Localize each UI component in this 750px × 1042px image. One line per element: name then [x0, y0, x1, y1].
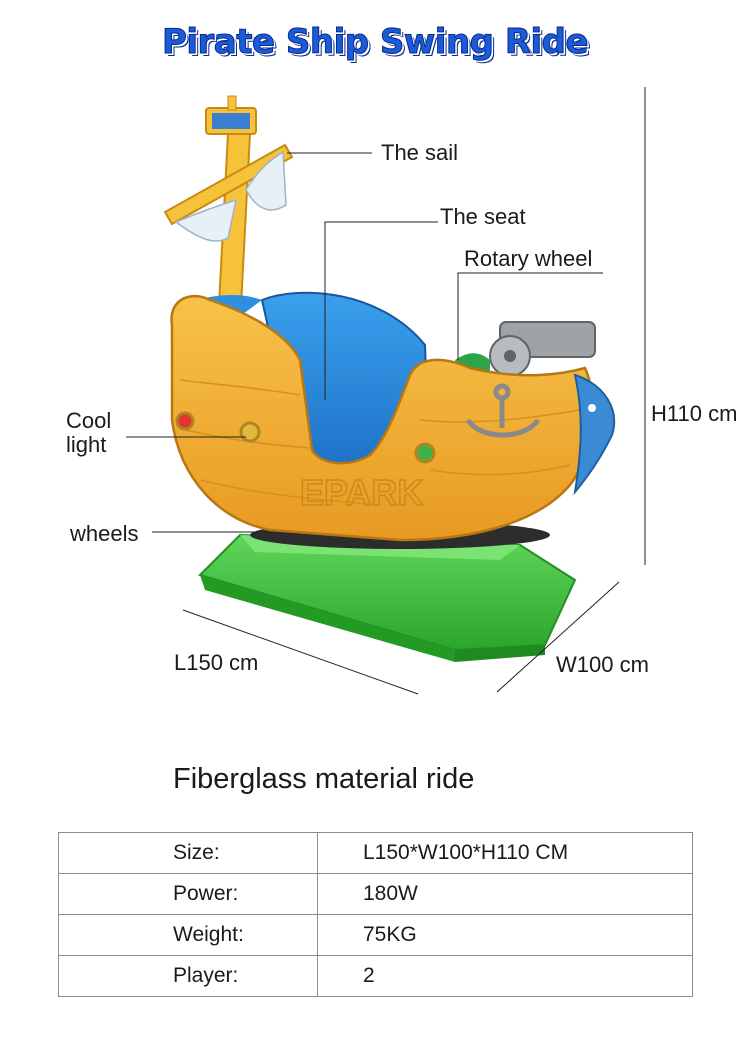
- spec-key: Player:: [58, 955, 318, 997]
- label-cool-light-line2: light: [66, 432, 107, 457]
- label-rotary-wheel: Rotary wheel: [464, 246, 593, 271]
- sail: [174, 150, 287, 242]
- label-length: L150 cm: [174, 650, 259, 675]
- table-row: Player: 2: [58, 955, 693, 997]
- cool-light-amber: [239, 421, 261, 443]
- green-base: [198, 533, 577, 662]
- fish-figurehead: [573, 373, 616, 496]
- subtitle: Fiberglass material ride: [173, 763, 475, 795]
- spec-key: Size:: [58, 832, 318, 874]
- watermark: EPARK: [300, 472, 423, 513]
- label-height: H110 cm: [651, 401, 738, 426]
- label-wheels: wheels: [70, 521, 139, 546]
- rotary-wheel: [455, 321, 596, 377]
- callout-lines: [126, 87, 646, 695]
- table-row: Power: 180W: [58, 873, 693, 915]
- table-row: Weight: 75KG: [58, 914, 693, 956]
- anchor-decoration: [465, 383, 541, 438]
- spec-value: 2: [317, 955, 693, 997]
- label-sail: The sail: [381, 140, 459, 165]
- specs-table: Size: L150*W100*H110 CM Power: 180W Weig…: [58, 832, 693, 997]
- product-illustration: EPARK: [126, 87, 646, 695]
- page-title: Pirate Ship Swing Ride: [161, 22, 589, 63]
- table-row: Size: L150*W100*H110 CM: [58, 832, 693, 874]
- spec-value: 75KG: [317, 914, 693, 956]
- spec-key: Power:: [58, 873, 318, 915]
- cool-light-green: [414, 442, 436, 464]
- label-width: W100 cm: [556, 652, 649, 677]
- cool-light-red: [175, 411, 195, 431]
- label-seat: The seat: [440, 204, 526, 229]
- spec-value: L150*W100*H110 CM: [317, 832, 693, 874]
- spec-value: 180W: [317, 873, 693, 915]
- label-cool-light-line1: Cool: [66, 408, 112, 433]
- spec-key: Weight:: [58, 914, 318, 956]
- hull: [170, 294, 594, 542]
